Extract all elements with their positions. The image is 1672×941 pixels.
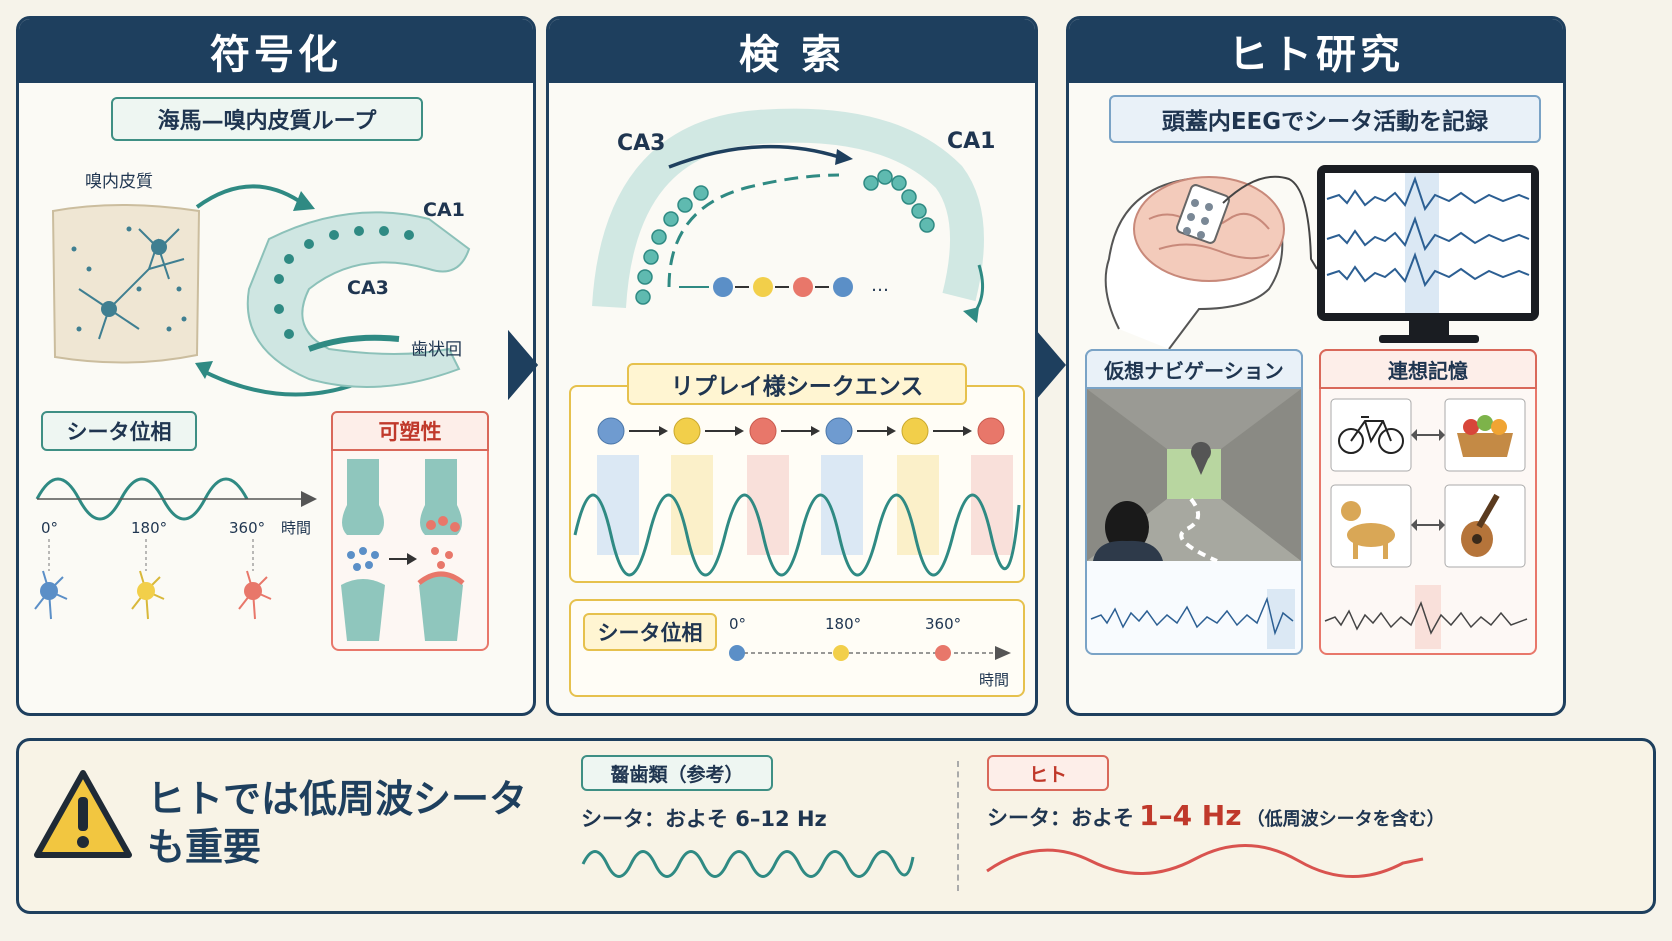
bicycle-icon (1338, 416, 1404, 454)
ca1-label: CA1 (423, 199, 465, 221)
eeg-diagram (1104, 165, 1539, 350)
vr-scene (1087, 389, 1301, 649)
human-freq: 1–4 Hz (1139, 799, 1242, 832)
human-text: シータ：およそ 1–4 Hz （低周波シータを含む） (987, 799, 1445, 832)
retrieve-ca3-label: CA3 (617, 131, 666, 156)
phase-timeline (729, 645, 1011, 661)
headline-line1: ヒトでは低周波シータ (147, 777, 528, 821)
retrieve-phase-0: 0° (729, 615, 747, 633)
phase-180: 180° (131, 519, 168, 537)
dentate-label: 歯状回 (411, 340, 462, 360)
retrieve-theta-phase-tag: シータ位相 (583, 613, 717, 651)
time-label: 時間 (281, 519, 312, 537)
phase-0: 0° (41, 519, 59, 537)
assoc-pairs (1324, 398, 1528, 649)
hippocampus-diagram (51, 184, 471, 397)
headline: ヒトでは低周波シータ も重要 (147, 775, 527, 871)
assoc-tag: 連想記憶 (1319, 349, 1537, 389)
replay-arc-diagram (592, 108, 985, 323)
arrow-retrieve-to-human (1036, 330, 1066, 400)
rodent-tag: 齧歯類（参考） (581, 755, 773, 791)
replay-sequence (573, 417, 1021, 577)
encode-title: 符号化 (19, 19, 533, 83)
guitar-icon (1461, 493, 1500, 557)
theta-phase-tag: シータ位相 (41, 411, 197, 451)
human-title: ヒト研究 (1069, 19, 1563, 83)
phase-360: 360° (229, 519, 266, 537)
fruit-basket-icon (1457, 415, 1513, 457)
human-wave (986, 844, 1424, 878)
arrow-encode-to-retrieve (508, 330, 538, 400)
entorhinal-label: 嗅内皮質 (85, 172, 153, 192)
eeg-tag: 頭蓋内EEGでシータ活動を記録 (1109, 95, 1541, 143)
human-panel: ヒト研究 頭蓋内EEGでシータ活動を記録 仮想ナビゲーション 連想記憶 (1066, 16, 1566, 716)
retrieve-title: 検 索 (549, 19, 1035, 83)
retrieve-ca1-label: CA1 (947, 129, 996, 154)
retrieve-phase-360: 360° (925, 615, 962, 633)
human-tag: ヒト (987, 755, 1109, 791)
dog-icon (1341, 501, 1395, 559)
plasticity-tag: 可塑性 (331, 411, 489, 451)
warning-icon (34, 770, 132, 858)
ca3-label: CA3 (347, 277, 389, 299)
encode-panel: 符号化 海馬—嗅内皮質ループ 嗅内皮質 CA1 CA3 歯状回 (16, 16, 536, 716)
retrieve-phase-180: 180° (825, 615, 862, 633)
vr-tag: 仮想ナビゲーション (1085, 349, 1303, 389)
replay-tag: リプレイ様シークエンス (627, 363, 967, 405)
sequence-ellipsis: … (871, 275, 889, 296)
retrieve-time-label: 時間 (979, 671, 1010, 689)
pin-icon (1191, 441, 1211, 475)
rodent-wave (581, 850, 915, 878)
rodent-text: シータ：およそ 6–12 Hz (581, 807, 827, 831)
human-suffix: （低周波シータを含む） (1246, 809, 1445, 830)
bottom-summary: ヒトでは低周波シータ も重要 齧歯類（参考） シータ：およそ 6–12 Hz ヒ… (16, 738, 1656, 914)
theta-wave (34, 477, 317, 620)
headline-line2: も重要 (147, 825, 262, 869)
divider (957, 761, 959, 891)
loop-tag: 海馬—嗅内皮質ループ (111, 97, 423, 141)
retrieve-panel: 検 索 CA3 CA1 … リプレイ様シークエンス (546, 16, 1038, 716)
synapse-diagram (341, 459, 465, 641)
human-prefix: シータ：およそ (987, 806, 1134, 830)
